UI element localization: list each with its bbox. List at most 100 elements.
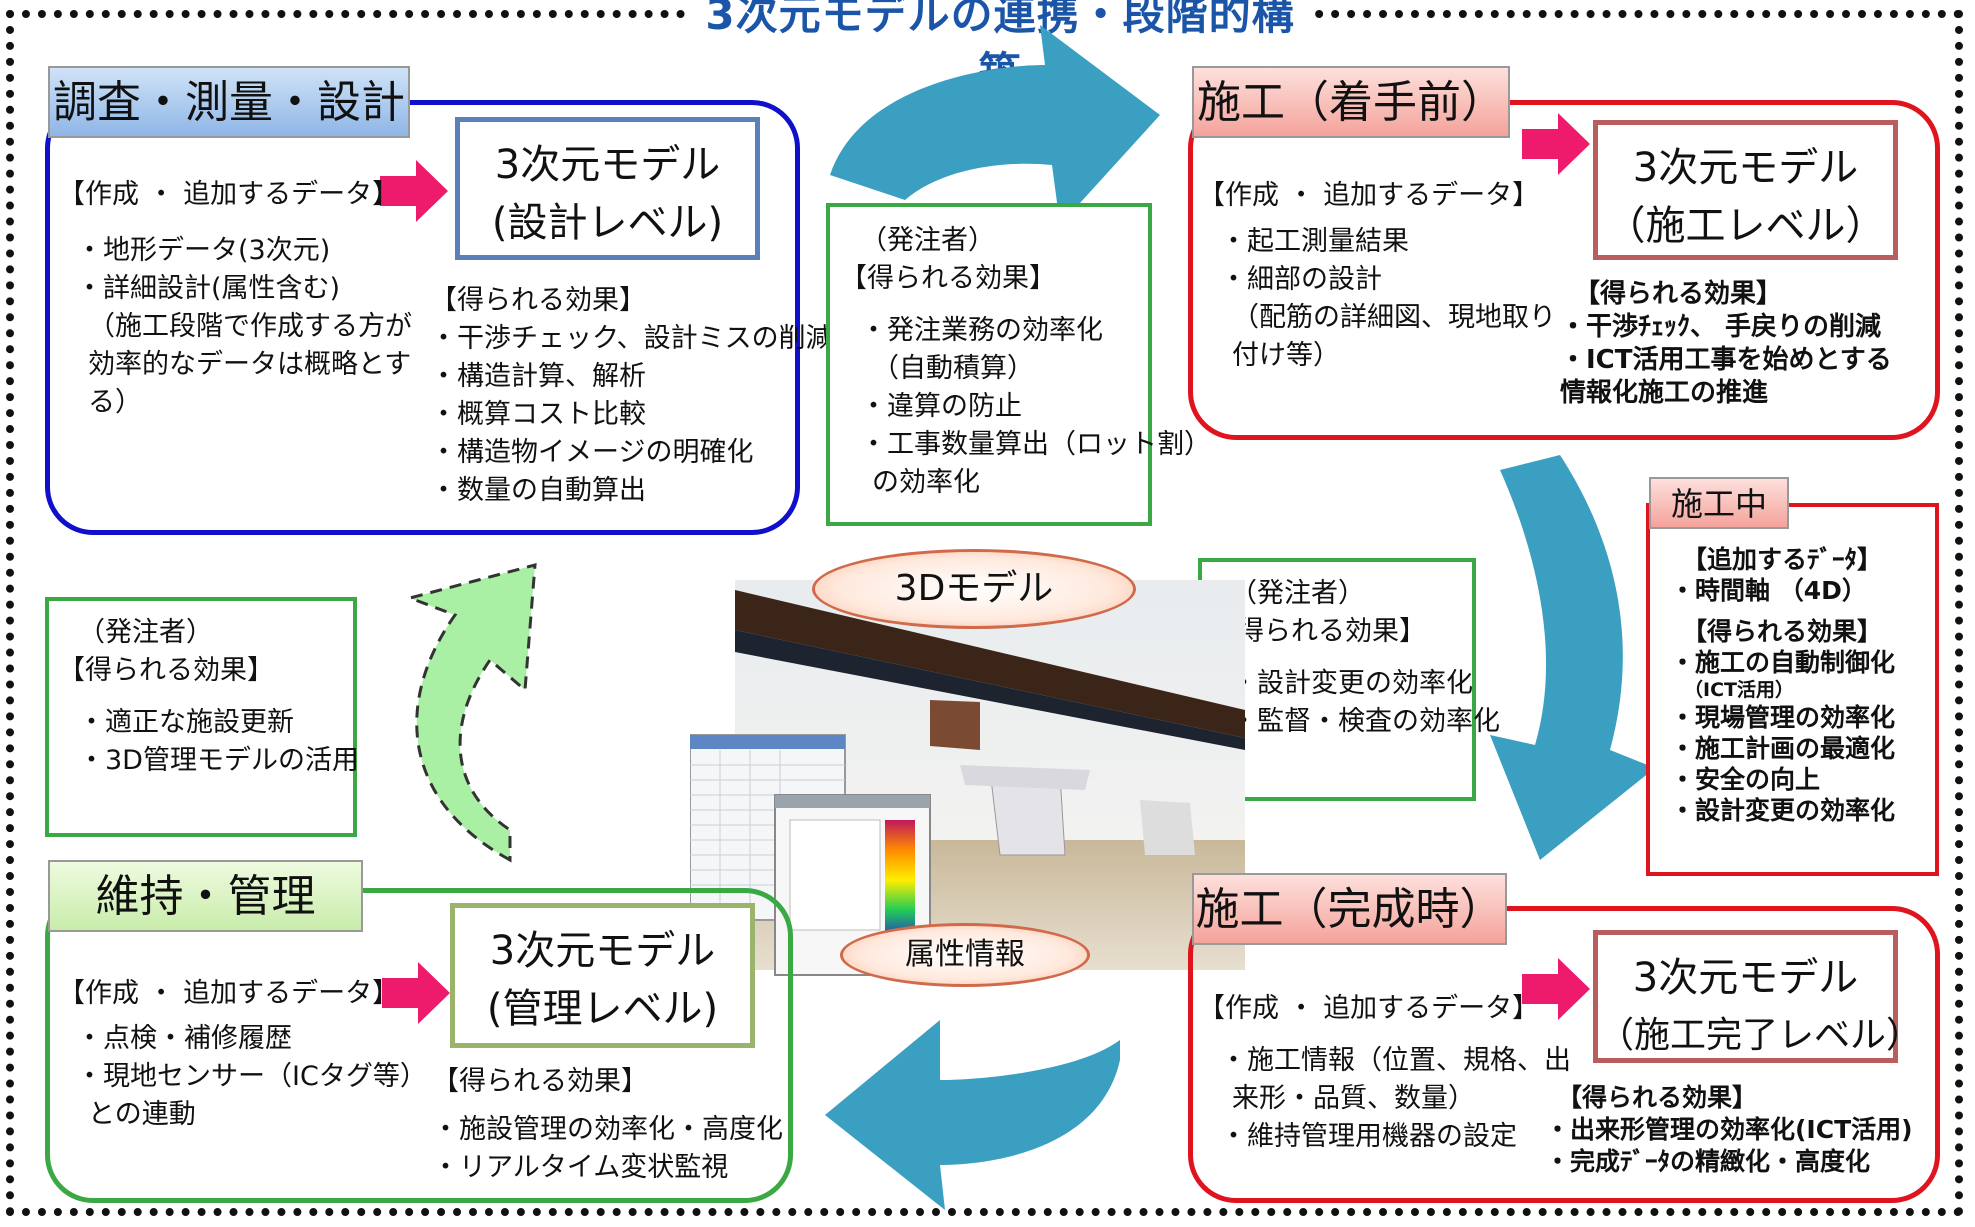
completion-effects: 【得られる効果】 ・出来形管理の効率化(ICT活用) ・完成ﾃﾞｰﾀの精緻化・高… — [1545, 1082, 1913, 1178]
list-item: ・設計変更の効率化 — [1230, 668, 1473, 699]
list-item: ・構造計算、解析 — [430, 361, 646, 392]
list-item: （配筋の詳細図、現地取り — [1232, 302, 1556, 333]
orderer-heading: 【得られる効果】 — [1210, 616, 1426, 647]
pre-construction-data-list: ・起工測量結果 ・細部の設計 （配筋の詳細図、現地取り 付け等） — [1220, 223, 1556, 375]
design-pink-arrow — [380, 160, 448, 222]
during-effects-heading: 【得られる効果】 — [1682, 617, 1883, 646]
design-data-block: 【作成 ・ 追加するデータ】 — [58, 176, 399, 214]
pre-construction-box — [1188, 100, 1940, 440]
list-item: ・起工測量結果 — [1220, 226, 1409, 257]
maintenance-box — [45, 888, 793, 1203]
pre-construction-model-line2: （施工レベル） — [1605, 203, 1886, 249]
list-item: ・施設管理の効率化・高度化 — [432, 1114, 783, 1145]
list-item: ・維持管理用機器の設定 — [1220, 1121, 1517, 1152]
list-item: ・完成ﾃﾞｰﾀの精緻化・高度化 — [1545, 1147, 1871, 1176]
list-item: ・安全の向上 — [1670, 765, 1821, 794]
pre-construction-model-line1: 3次元モデル — [1632, 145, 1859, 191]
pre-construction-effects: 【得られる効果】 ・干渉ﾁｪｯｸ、 手戻りの削減 ・ICT活用工事を始めとする … — [1560, 278, 1892, 410]
list-item: ・現地センサー（ICタグ等） — [76, 1061, 427, 1092]
design-model-line2: (設計レベル) — [491, 200, 724, 246]
list-item: ・干渉ﾁｪｯｸ、 手戻りの削減 — [1560, 312, 1882, 342]
oval-attribute-info: 属性情報 — [840, 923, 1090, 987]
list-item: ・地形データ(3次元) — [76, 235, 331, 266]
design-model-box: 3次元モデル (設計レベル) — [455, 117, 760, 260]
oval-3d-model: 3Dモデル — [812, 549, 1136, 629]
cycle-arrow-right — [1490, 455, 1655, 860]
completion-pink-arrow — [1522, 958, 1590, 1020]
list-item: ・詳細設計(属性含む) — [76, 273, 341, 304]
maintenance-data-list: ・点検・補修履歴 ・現地センサー（ICタグ等） との連動 — [76, 1020, 427, 1134]
completion-box — [1188, 906, 1940, 1203]
list-item: ・施工情報（位置、規格、出 — [1220, 1045, 1571, 1076]
during-construction-text: 【追加するﾃﾞｰﾀ】 ・時間軸 （4D） 【得られる効果】 ・施工の自動制御化 … — [1670, 544, 1895, 826]
list-item: 情報化施工の推進 — [1560, 378, 1769, 408]
orderer-top-box — [826, 203, 1152, 526]
list-item: ・出来形管理の効率化(ICT活用) — [1545, 1115, 1913, 1144]
completion-data-heading: 【作成 ・ 追加するデータ】 — [1198, 993, 1540, 1024]
list-item: （施工段階で作成する方が — [88, 311, 412, 342]
completion-model-line1: 3次元モデル — [1632, 955, 1859, 1001]
orderer-top-text: （発注者） 【得られる効果】 ・発注業務の効率化 （自動積算） ・違算の防止 ・… — [840, 222, 1211, 502]
list-item: ・時間軸 （4D） — [1670, 576, 1867, 605]
list-item: （自動積算） — [872, 353, 1034, 384]
during-data-heading: 【追加するﾃﾞｰﾀ】 — [1682, 545, 1883, 574]
list-item: ・干渉チェック、設計ミスの削減 — [430, 323, 833, 354]
design-data-heading: 【作成 ・ 追加するデータ】 — [58, 179, 400, 210]
list-item: ・構造物イメージの明確化 — [430, 437, 754, 468]
pre-construction-pink-arrow — [1522, 113, 1590, 175]
orderer-label: （発注者） — [860, 225, 995, 256]
orderer-heading: 【得られる効果】 — [840, 263, 1056, 294]
cycle-arrow-bottom — [825, 1020, 1120, 1210]
design-model-line1: 3次元モデル — [494, 142, 721, 188]
list-item: ・違算の防止 — [860, 391, 1022, 422]
design-effects-block: 【得られる効果】 ・干渉チェック、設計ミスの削減 ・構造計算、解析 ・概算コスト… — [430, 282, 833, 510]
maintenance-model-line2: (管理レベル) — [486, 986, 719, 1032]
maintenance-pink-arrow — [382, 962, 450, 1024]
orderer-label: （発注者） — [78, 617, 213, 648]
list-item: ・現場管理の効率化 — [1670, 703, 1896, 732]
maintenance-model-line1: 3次元モデル — [489, 928, 716, 974]
maintenance-data-heading: 【作成 ・ 追加するデータ】 — [58, 978, 400, 1009]
design-label: 調査・測量・設計 — [48, 66, 410, 138]
pre-construction-model-box: 3次元モデル （施工レベル） — [1593, 120, 1898, 260]
list-item: との連動 — [88, 1099, 196, 1130]
list-item: ・設計変更の効率化 — [1670, 796, 1896, 825]
cycle-arrow-top — [830, 25, 1160, 225]
completion-data: 【作成 ・ 追加するデータ】 — [1198, 990, 1539, 1028]
orderer-left-text: （発注者） 【得られる効果】 ・適正な施設更新 ・3D管理モデルの活用 — [58, 614, 359, 780]
completion-label: 施工（完成時） — [1192, 873, 1507, 945]
orderer-heading: 【得られる効果】 — [58, 655, 274, 686]
bridge-illustration — [690, 580, 1245, 976]
list-item: 効率的なデータは概略とす — [88, 349, 412, 380]
list-item: ・点検・補修履歴 — [76, 1023, 292, 1054]
maintenance-effects: 【得られる効果】 ・施設管理の効率化・高度化 ・リアルタイム変状監視 — [432, 1063, 783, 1187]
list-item: ・概算コスト比較 — [430, 399, 646, 430]
cycle-arrow-left — [405, 563, 537, 863]
list-item: ・細部の設計 — [1220, 264, 1382, 295]
list-item: ・数量の自動算出 — [430, 475, 646, 506]
design-effects-heading: 【得られる効果】 — [430, 285, 646, 316]
list-item: 付け等） — [1232, 340, 1340, 371]
pre-construction-data-heading: 【作成 ・ 追加するデータ】 — [1198, 180, 1540, 211]
maintenance-label: 維持・管理 — [48, 860, 363, 932]
list-item: ・適正な施設更新 — [78, 707, 294, 738]
pre-construction-effects-heading: 【得られる効果】 — [1574, 279, 1783, 309]
list-item: （ICT活用） — [1684, 679, 1794, 701]
list-item: 来形・品質、数量） — [1232, 1083, 1475, 1114]
list-item: ・発注業務の効率化 — [860, 315, 1103, 346]
pre-construction-data: 【作成 ・ 追加するデータ】 — [1198, 177, 1539, 215]
completion-data-list: ・施工情報（位置、規格、出 来形・品質、数量） ・維持管理用機器の設定 — [1220, 1042, 1571, 1156]
completion-effects-heading: 【得られる効果】 — [1557, 1083, 1758, 1112]
list-item: ・施工計画の最適化 — [1670, 734, 1896, 763]
design-data-list: ・地形データ(3次元) ・詳細設計(属性含む) （施工段階で作成する方が 効率的… — [76, 232, 412, 422]
orderer-left-box — [45, 597, 357, 837]
list-item: ・施工の自動制御化 — [1670, 648, 1896, 677]
completion-model-box: 3次元モデル （施工完了レベル） — [1593, 930, 1923, 1063]
list-item: の効率化 — [872, 467, 980, 498]
design-phase-box — [45, 100, 800, 535]
completion-model-line2: （施工完了レベル） — [1598, 1015, 1923, 1056]
orderer-mid-text: （発注者） 【得られる効果】 ・設計変更の効率化 ・監督・検査の効率化 — [1210, 575, 1500, 741]
list-item: る） — [88, 387, 142, 418]
orderer-label: （発注者） — [1230, 578, 1365, 609]
